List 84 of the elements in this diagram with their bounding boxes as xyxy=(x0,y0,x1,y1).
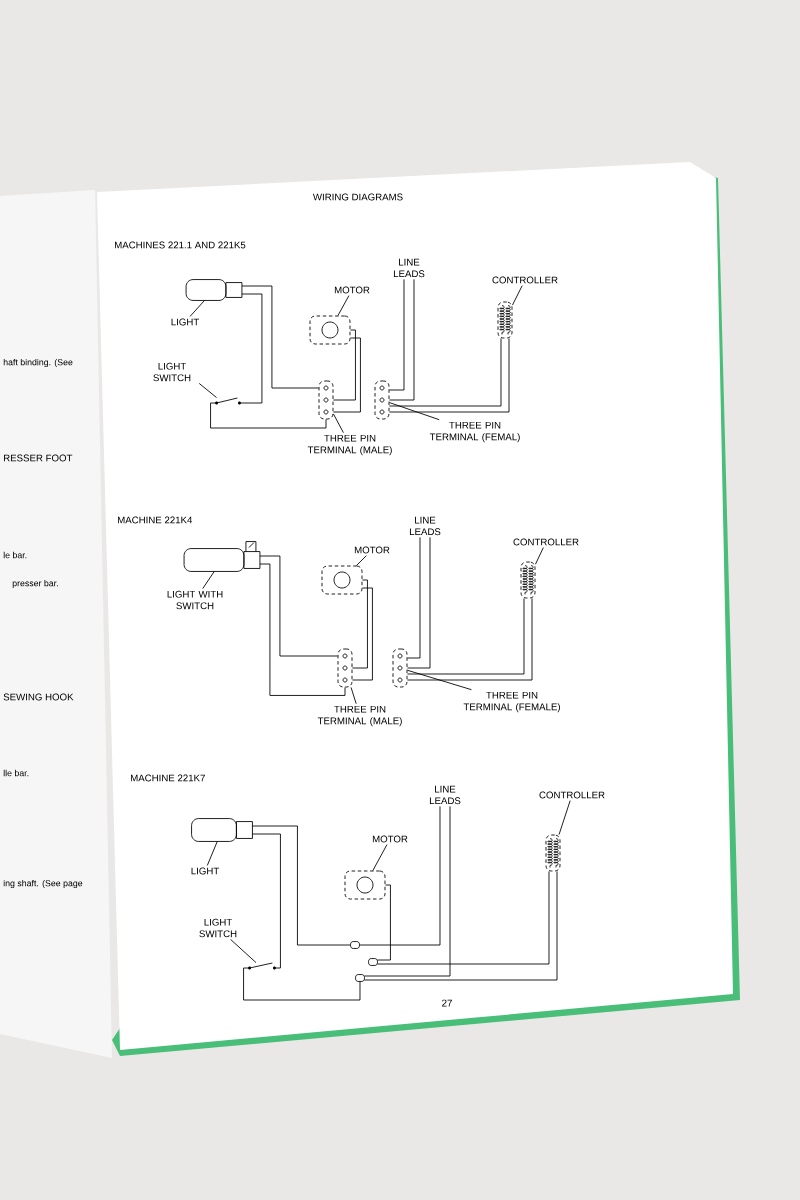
callout-label: CONTROLLER xyxy=(492,276,558,284)
wire xyxy=(352,579,368,669)
wire xyxy=(252,825,351,946)
callout-label: LIGHT xyxy=(191,867,219,875)
callout-label: LIGHT SWITCH xyxy=(199,918,237,938)
callout-label: MOTOR xyxy=(334,286,370,294)
page-number: 27 xyxy=(442,999,452,1007)
connector-plug xyxy=(355,974,365,982)
wire xyxy=(241,285,319,389)
callout-label: THREE PIN TERMINAL (MALE) xyxy=(307,434,392,456)
callout-label: MOTOR xyxy=(354,546,390,554)
controller-symbol xyxy=(497,301,513,339)
connector-plug xyxy=(368,958,378,966)
terminal-block xyxy=(337,648,353,688)
callout-label: LIGHT SWITCH xyxy=(153,362,191,382)
wire xyxy=(210,402,327,429)
motor-symbol xyxy=(309,315,351,345)
wire xyxy=(407,536,421,659)
leader-line xyxy=(372,844,388,871)
motor-symbol xyxy=(321,565,363,595)
leader-line xyxy=(202,571,215,590)
wire xyxy=(252,833,281,969)
wire xyxy=(359,805,441,946)
switch-symbol xyxy=(248,962,276,970)
lamp-drawing xyxy=(183,541,261,572)
leader-line xyxy=(356,555,367,566)
page-text: lle bar. xyxy=(3,769,29,777)
controller-symbol xyxy=(520,561,536,599)
wire xyxy=(352,587,373,681)
callout-label: LINE LEADS xyxy=(409,516,441,536)
page-title: WIRING DIAGRAMS xyxy=(312,193,403,201)
page-text: SEWING HOOK xyxy=(3,693,74,701)
wire xyxy=(364,805,451,977)
wire xyxy=(364,871,558,981)
callout-label: THREE PIN TERMINAL (FEMALE) xyxy=(463,691,560,713)
switch-symbol xyxy=(215,397,241,405)
callout-label: THREE PIN TERMINAL (FEMAL) xyxy=(429,421,520,443)
leader-line xyxy=(230,938,257,963)
page-text: le bar. xyxy=(3,551,27,559)
callout-label: MOTOR xyxy=(372,835,408,843)
leader-line xyxy=(189,300,205,317)
motor-symbol xyxy=(344,870,386,900)
wire xyxy=(243,967,361,1001)
controller-symbol xyxy=(545,834,561,872)
section-heading: MACHINES 221.1 AND 221K5 xyxy=(115,241,246,249)
wire xyxy=(407,536,431,669)
page-text: RESSER FOOT xyxy=(4,454,73,462)
lamp-drawing xyxy=(191,818,253,842)
callout-label: LINE LEADS xyxy=(429,785,461,805)
leader-line xyxy=(558,800,571,835)
leader-line xyxy=(333,413,344,434)
leader-line xyxy=(350,687,357,705)
callout-label: LIGHT WITH SWITCH xyxy=(167,590,223,610)
callout-label: LINE LEADS xyxy=(393,258,425,278)
terminal-block xyxy=(374,380,390,420)
leader-line xyxy=(512,285,523,306)
wire xyxy=(389,278,405,391)
terminal-block xyxy=(318,380,334,420)
wire xyxy=(239,293,263,404)
callout-label: CONTROLLER xyxy=(539,791,605,799)
page-text: haft binding. (See xyxy=(3,358,73,368)
wire xyxy=(377,884,391,961)
leader-line xyxy=(389,402,440,421)
terminal-block xyxy=(392,648,408,688)
section-heading: MACHINE 221K4 xyxy=(118,516,193,524)
callout-label: CONTROLLER xyxy=(513,538,579,546)
leader-line xyxy=(198,383,217,398)
leader-line xyxy=(535,547,544,565)
callout-label: THREE PIN TERMINAL (MALE) xyxy=(317,705,402,727)
page-text: presser bar. xyxy=(12,579,58,589)
leader-line xyxy=(206,841,218,866)
wire xyxy=(259,555,338,657)
section-heading: MACHINE 221K7 xyxy=(131,774,205,782)
connector-plug xyxy=(350,941,360,949)
wire xyxy=(333,329,356,401)
leader-line xyxy=(407,669,472,691)
wire xyxy=(333,337,361,413)
wire xyxy=(389,278,415,401)
wire xyxy=(259,563,346,696)
page-text: ing shaft. (See page xyxy=(3,879,83,889)
leader-line xyxy=(337,295,350,316)
callout-label: LIGHT xyxy=(171,318,199,326)
wire xyxy=(377,871,550,965)
lamp-drawing xyxy=(185,279,243,301)
